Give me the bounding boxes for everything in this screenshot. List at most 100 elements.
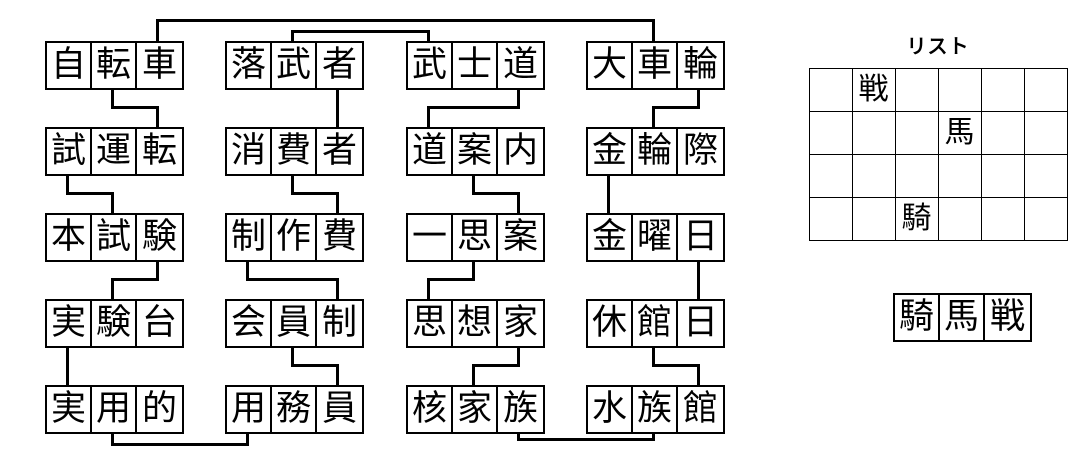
link-jitsuyoteki-yomuin-rail bbox=[111, 443, 249, 446]
word-box: 落武者 bbox=[225, 41, 364, 90]
kanji-cell: 館 bbox=[633, 301, 678, 346]
link-kakukazoku-suizokukan-stub-b bbox=[652, 430, 655, 438]
link-kinyobi-kyukanbi-stub-b bbox=[697, 278, 700, 299]
kanji-cell: 用 bbox=[92, 387, 137, 432]
link-konrinzai-kinyobi-stub-b bbox=[607, 192, 610, 213]
kanji-cell: 金 bbox=[588, 129, 633, 174]
list-grid-cell[interactable] bbox=[851, 111, 896, 155]
kanji-cell: 思 bbox=[408, 301, 453, 346]
link-shisoka-kakukazoku-rail bbox=[472, 364, 520, 367]
link-ochimusha-shohisha-stub-a bbox=[336, 86, 339, 109]
kanji-cell: 際 bbox=[678, 129, 723, 174]
kanji-cell: 家 bbox=[498, 301, 543, 346]
list-grid-row: 戦 bbox=[808, 68, 1068, 112]
kanji-cell: 験 bbox=[92, 301, 137, 346]
list-grid-cell[interactable] bbox=[1023, 154, 1068, 198]
kanji-cell: 核 bbox=[408, 387, 453, 432]
link-jikkendai-jitsuyoteki-stub-b bbox=[66, 364, 69, 385]
link-michiannai-hitoshian-stub-b bbox=[517, 192, 520, 213]
kanji-cell: 武 bbox=[272, 43, 317, 88]
link-kinyobi-kyukanbi-stub-a bbox=[697, 258, 700, 281]
link-jikkendai-jitsuyoteki-stub-a bbox=[66, 344, 69, 367]
kanji-cell: 試 bbox=[92, 215, 137, 260]
word-box: 核家族 bbox=[406, 385, 545, 434]
kanji-cell: 内 bbox=[498, 129, 543, 174]
link-kakukazoku-suizokukan-stub-a bbox=[517, 430, 520, 438]
link-ochimusha-shohisha-stub-b bbox=[336, 106, 339, 127]
link-jitensha-daisharin-stub-a bbox=[156, 19, 159, 41]
list-grid-cell[interactable] bbox=[937, 197, 982, 241]
word-box: 金輪際 bbox=[586, 127, 725, 176]
answer-kanji-cell: 戦 bbox=[985, 295, 1030, 340]
link-seisakuhi-kaiinsei-rail bbox=[246, 278, 339, 281]
kanji-cell: 曜 bbox=[633, 215, 678, 260]
word-box: 会員制 bbox=[225, 299, 364, 348]
link-shisoka-kakukazoku-stub-b bbox=[472, 364, 475, 385]
word-box: 休館日 bbox=[586, 299, 725, 348]
list-grid-cell[interactable] bbox=[851, 154, 896, 198]
list-grid-cell[interactable] bbox=[808, 111, 853, 155]
link-jitsuyoteki-yomuin-stub-a bbox=[111, 430, 114, 443]
list-grid-cell[interactable] bbox=[1023, 111, 1068, 155]
link-konrinzai-kinyobi-stub-a bbox=[607, 172, 610, 195]
kanji-cell: 案 bbox=[453, 129, 498, 174]
list-grid-cell[interactable] bbox=[894, 68, 939, 112]
list-grid-cell[interactable] bbox=[851, 197, 896, 241]
link-hitoshian-shisoka-stub-b bbox=[427, 278, 430, 299]
list-grid-cell[interactable] bbox=[980, 154, 1025, 198]
list-grid-cell[interactable] bbox=[1023, 68, 1068, 112]
link-jitensha-shiunten-rail bbox=[111, 106, 159, 109]
kanji-cell: 輪 bbox=[633, 129, 678, 174]
list-grid-row: 騎 bbox=[808, 197, 1068, 241]
link-jitensha-daisharin-stub-b bbox=[652, 19, 655, 41]
link-shohisha-seisakuhi-stub-b bbox=[336, 192, 339, 213]
kanji-cell: 車 bbox=[633, 43, 678, 88]
link-hitoshian-shisoka-rail bbox=[427, 278, 475, 281]
kanji-cell: 員 bbox=[272, 301, 317, 346]
kanji-cell: 者 bbox=[317, 129, 362, 174]
kanji-cell: 日 bbox=[678, 215, 723, 260]
link-kakukazoku-suizokukan-rail bbox=[517, 438, 655, 441]
word-box: 用務員 bbox=[225, 385, 364, 434]
link-shiunten-honshiken-stub-b bbox=[111, 192, 114, 213]
kanji-cell: 輪 bbox=[678, 43, 723, 88]
list-grid-cell[interactable] bbox=[894, 154, 939, 198]
list-panel: リスト 戦馬騎 bbox=[808, 36, 1068, 241]
kanji-cell: 道 bbox=[498, 43, 543, 88]
list-grid-cell[interactable]: 騎 bbox=[894, 197, 939, 241]
kanji-cell: 制 bbox=[227, 215, 272, 260]
list-grid-cell[interactable] bbox=[937, 154, 982, 198]
list-grid-cell[interactable] bbox=[1023, 197, 1068, 241]
list-grid-cell[interactable] bbox=[980, 197, 1025, 241]
list-grid-cell[interactable] bbox=[894, 111, 939, 155]
kanji-cell: 族 bbox=[498, 387, 543, 432]
list-grid-cell[interactable] bbox=[808, 197, 853, 241]
list-grid-cell[interactable] bbox=[808, 154, 853, 198]
kanji-cell: 的 bbox=[137, 387, 182, 432]
list-grid-cell[interactable] bbox=[808, 68, 853, 112]
kanji-cell: 武 bbox=[408, 43, 453, 88]
word-box: 制作費 bbox=[225, 213, 364, 262]
list-grid-cell[interactable]: 戦 bbox=[851, 68, 896, 112]
kanji-cell: 用 bbox=[227, 387, 272, 432]
link-seisakuhi-kaiinsei-stub-b bbox=[336, 278, 339, 299]
link-honshiken-jikkendai-stub-a bbox=[156, 258, 159, 281]
kanji-cell: 自 bbox=[47, 43, 92, 88]
list-grid-cell[interactable] bbox=[980, 111, 1025, 155]
list-grid-cell[interactable]: 馬 bbox=[937, 111, 982, 155]
link-kyukanbi-suizokukan-rail bbox=[652, 364, 700, 367]
word-box: 金曜日 bbox=[586, 213, 725, 262]
kanji-cell: 道 bbox=[408, 129, 453, 174]
link-seisakuhi-kaiinsei-stub-a bbox=[246, 258, 249, 281]
link-michiannai-hitoshian-stub-a bbox=[472, 172, 475, 195]
link-shohisha-seisakuhi-stub-a bbox=[291, 172, 294, 195]
word-box: 本試験 bbox=[45, 213, 184, 262]
kanji-cell: 費 bbox=[272, 129, 317, 174]
word-box: 道案内 bbox=[406, 127, 545, 176]
kanji-cell: 会 bbox=[227, 301, 272, 346]
list-grid-cell[interactable] bbox=[937, 68, 982, 112]
list-grid-cell[interactable] bbox=[980, 68, 1025, 112]
link-daisharin-konrinzai-stub-b bbox=[652, 106, 655, 127]
link-jitsuyoteki-yomuin-stub-b bbox=[246, 430, 249, 443]
